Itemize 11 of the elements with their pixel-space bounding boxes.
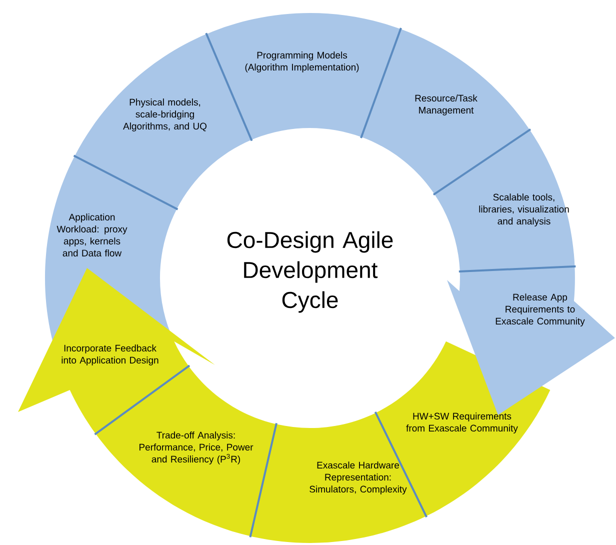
segment-label: Incorporate Feedback into Application Design bbox=[62, 344, 158, 366]
segment-label: Scalable tools, libraries, visualization and analysis bbox=[479, 194, 569, 226]
segment-label: HW+SW Requirements from Exascale Community bbox=[406, 412, 518, 434]
segment-label: Release App Requirements to Exascale Community bbox=[496, 294, 585, 326]
segment-label: Trade-off Analysis: Performance, Price, Power and Resiliency (P$^{3}$R) bbox=[140, 432, 254, 464]
segment-label: Resource/Task Management bbox=[415, 94, 478, 116]
center-title: Co-Design Agile Development Cycle bbox=[227, 231, 393, 313]
segment-label: Physical models, scale-bridging Algorithms, and UQ bbox=[123, 98, 206, 132]
segment-label: Programming Models (Algorithm Implementation) bbox=[245, 52, 359, 72]
segment-label: Exascale Hardware Representation: Simulators, Complexity bbox=[310, 462, 407, 494]
segment-label: Application Workload: proxy apps, kernels and Data flow bbox=[56, 214, 128, 256]
